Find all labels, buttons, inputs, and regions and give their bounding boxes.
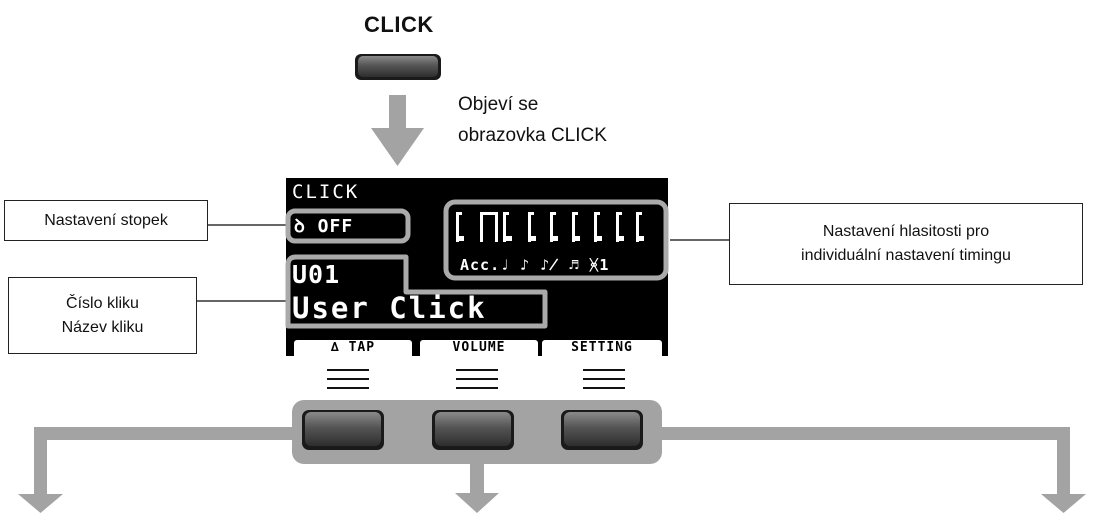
softkey-button-tap[interactable] bbox=[302, 410, 384, 450]
click-button[interactable] bbox=[355, 54, 441, 80]
callout-lines bbox=[197, 224, 729, 302]
softkey-tap-text: TAP bbox=[348, 340, 376, 355]
caption-line-2: obrazovka CLICK bbox=[458, 125, 607, 146]
lcd-stopwatch: ꝺ OFF bbox=[294, 214, 353, 238]
stopwatch-state: OFF bbox=[317, 216, 354, 237]
softkey-tap-label: ∆ TAP bbox=[294, 340, 412, 356]
label-click-number-name: Číslo kliku Název kliku bbox=[8, 277, 197, 354]
click-button-title: CLICK bbox=[364, 12, 434, 37]
label-click-number: Číslo kliku bbox=[66, 294, 139, 312]
caption: Objeví se obrazovka CLICK bbox=[458, 89, 607, 151]
caption-line-1: Objeví se bbox=[458, 94, 539, 115]
lcd-title: CLICK bbox=[292, 181, 360, 203]
softkey-button-setting[interactable] bbox=[561, 410, 643, 450]
label-click-name: Název kliku bbox=[61, 318, 144, 336]
label-timing-volume: Nastavení hlasitosti pro individuální na… bbox=[729, 203, 1083, 285]
label-stopwatch-setting: Nastavení stopek bbox=[4, 200, 208, 241]
three-line-icon bbox=[327, 369, 625, 389]
label-timing-volume-line-2: individuální nastavení timingu bbox=[801, 247, 1011, 264]
label-timing-volume-line-1: Nastavení hlasitosti pro bbox=[822, 223, 990, 240]
lcd-screen: CLICK ꝺ OFF Acc.♩ ♪ ♪̸ ♬ ᚸ1 U01 User Cli… bbox=[286, 178, 668, 356]
down-arrow-icon bbox=[371, 95, 424, 166]
stopwatch-icon: ꝺ bbox=[294, 216, 306, 237]
softkey-button-volume[interactable] bbox=[432, 410, 514, 450]
lcd-click-number: U01 bbox=[292, 260, 341, 289]
branch-arrows bbox=[18, 427, 1086, 513]
timing-sublabels: Acc.♩ ♪ ♪̸ ♬ ᚸ1 bbox=[460, 256, 610, 274]
lcd-click-name: User Click bbox=[292, 291, 487, 325]
softkey-setting-label: SETTING bbox=[542, 340, 662, 356]
tap-icon: ∆ bbox=[330, 340, 340, 355]
softkey-volume-label: VOLUME bbox=[420, 340, 538, 356]
